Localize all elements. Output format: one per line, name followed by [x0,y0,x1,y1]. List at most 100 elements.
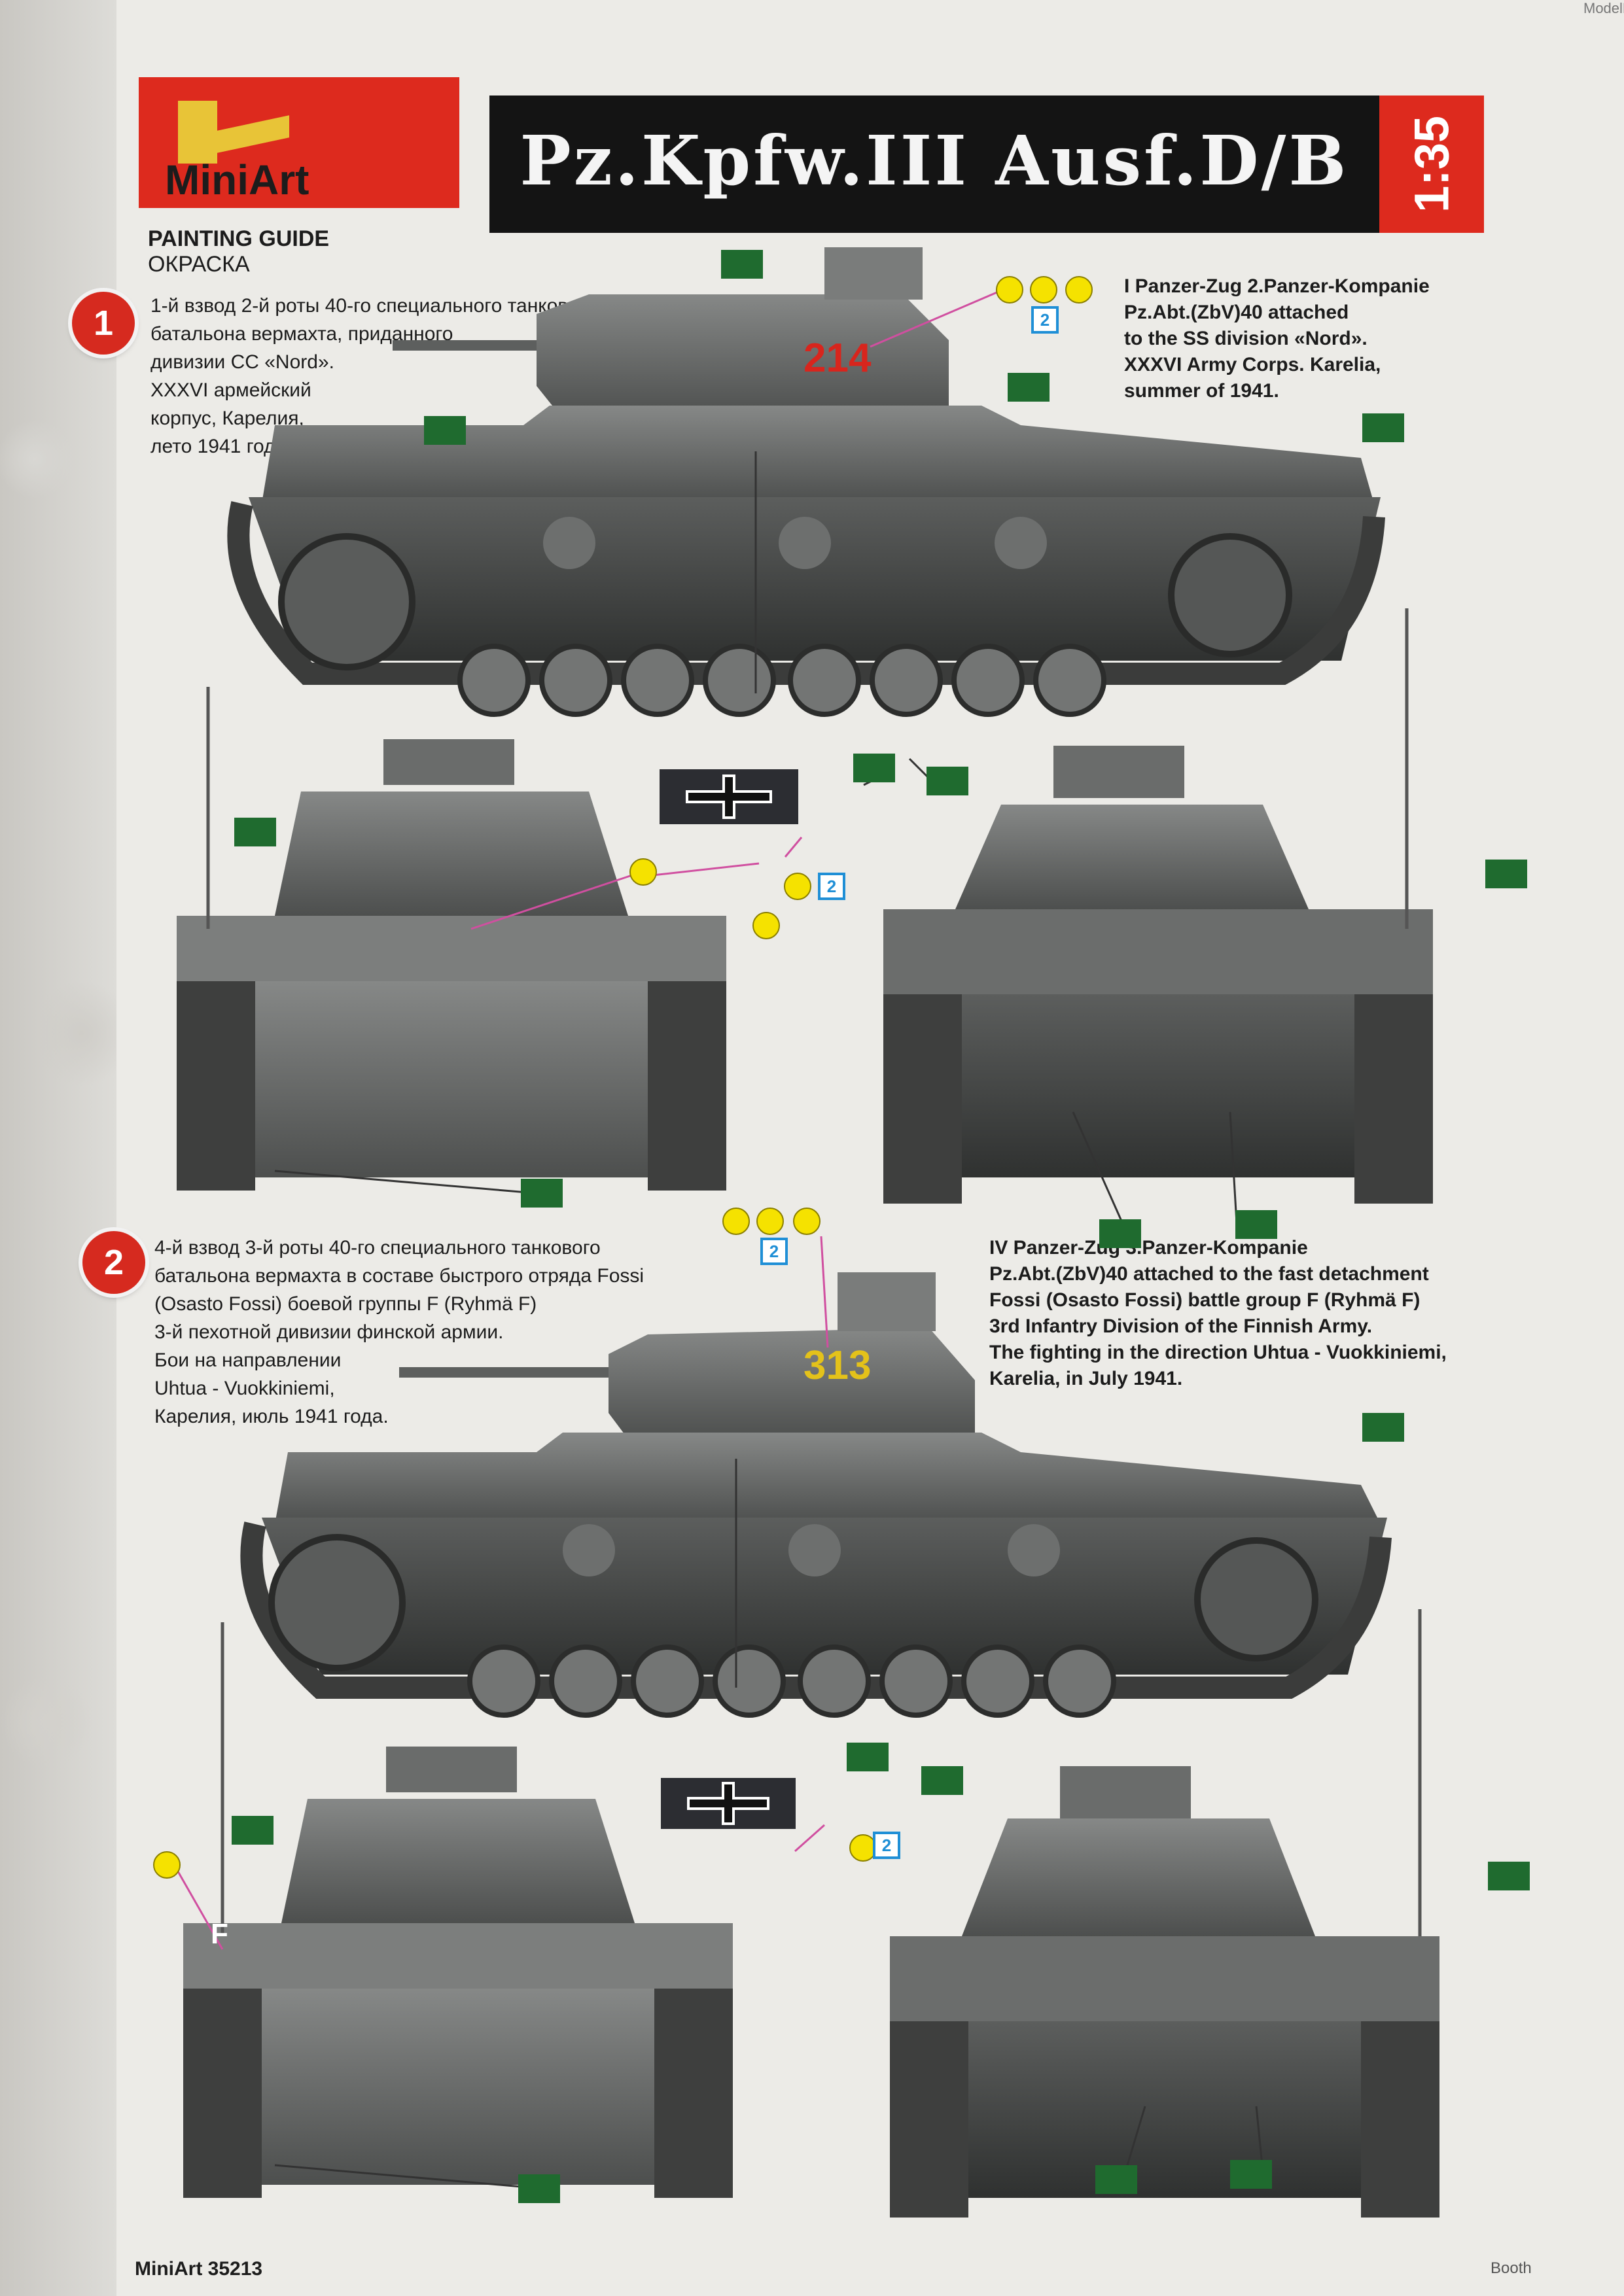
scale-badge: 1:35 [1379,96,1484,233]
ru-line: XXXVI армейский [150,379,311,401]
tank-2-idler-wheel [1194,1537,1318,1661]
paint-tag [1099,1219,1141,1248]
paint-tag [1485,860,1527,888]
balkenkreuz-icon [687,1782,769,1825]
balkenkreuz-decal-2 [661,1778,796,1829]
variant-2-badge: 2 [82,1231,145,1294]
painting-guide-ru: ОКРАСКА [148,252,250,277]
logo-mark [178,101,217,164]
tank-2-turret [609,1328,975,1439]
ru-line: 1-й взвод 2-й роты 40-го специального та… [150,295,597,317]
paint-tag [1008,373,1050,402]
balkenkreuz-icon [686,774,772,819]
ru-line: лето 1941 года. [150,436,292,457]
paint-tag [927,767,968,795]
tank-1-turret [537,294,949,419]
ru-line: дивизии СС «Nord». [150,351,334,373]
paint-tag [721,250,763,279]
title-bar: Pz.Kpfw.III Ausf.D/B [489,96,1379,233]
paint-tag [847,1743,889,1771]
paint-tag [1235,1210,1277,1239]
tank-1-gun-barrel [393,340,537,351]
en-line: XXXVI Army Corps. Karelia, [1124,354,1381,375]
decal-sheet-marker: 2 [818,873,845,900]
tank-2-return-roller [563,1524,615,1576]
tank-2-return-roller [788,1524,841,1576]
decal-dot [849,1834,877,1862]
tank-1-road-wheels [457,644,1106,717]
decal-dot [1030,276,1057,304]
paint-tag [232,1816,274,1845]
brand-logo: MiniArt [139,77,459,208]
paint-tag [921,1766,963,1795]
balkenkreuz-decal-1 [660,769,798,824]
textured-side-strip [0,0,116,2296]
tank-1-side-view [227,247,1385,717]
en-line: The fighting in the direction Uhtua - Vu… [989,1342,1447,1363]
paint-tag [518,2174,560,2203]
variant-1-badge: 1 [72,292,135,355]
paint-tag [234,818,276,846]
variant-1-ru-description: 1-й взвод 2-й роты 40-го специального та… [150,292,597,461]
footer-credit: Booth [1491,2259,1532,2277]
decal-sheet-marker: 2 [873,1832,900,1859]
ru-line: Бои на направлении [154,1349,342,1371]
paint-tag [1488,1862,1530,1890]
tank-1-return-roller [543,517,595,569]
paint-tag [1095,2165,1137,2194]
ru-line: батальона вермахта в составе быстрого от… [154,1265,644,1287]
decal-dot [629,858,657,886]
tank-1-front-view [177,687,726,1191]
tank-1-idler-wheel [1168,533,1292,657]
ru-line: Карелия, июль 1941 года. [154,1406,389,1427]
painting-guide-en: PAINTING GUIDE [148,226,330,251]
ru-line: 4-й взвод 3-й роты 40-го специального та… [154,1237,601,1259]
paint-tag [424,416,466,445]
decal-dot [793,1208,821,1235]
tank-2-side-view [240,1272,1392,1718]
paint-tag [853,754,895,782]
en-line: Pz.Abt.(ZbV)40 attached to the fast deta… [989,1263,1429,1285]
brand-name: MiniArt [165,156,309,203]
en-line: I Panzer-Zug 2.Panzer-Kompanie [1124,275,1430,297]
decal-leader-lines [169,287,1008,1950]
tank-2-hull-side [262,1518,1387,1675]
en-line: Fossi (Osasto Fossi) battle group F (Ryh… [989,1289,1421,1311]
variant-2-en-description: IV Panzer-Zug 3.Panzer-Kompanie Pz.Abt.(… [989,1235,1447,1392]
tank-2-rear-view [890,1609,1439,2218]
en-line: 3rd Infantry Division of the Finnish Arm… [989,1315,1373,1337]
tank-2-turret-number: 313 [803,1343,872,1388]
corner-watermark: ModelFan [1583,0,1624,16]
paint-tag [1230,2160,1272,2189]
tank-1-return-roller [779,517,831,569]
en-line: Pz.Abt.(ZbV)40 attached [1124,302,1349,323]
decal-dot [784,873,811,900]
tank-2-cupola [838,1272,936,1331]
tank-2-superstructure [275,1433,1381,1524]
paint-tag [1362,1413,1404,1442]
ru-line: 3-й пехотной дивизии финской армии. [154,1321,504,1343]
decal-dot [153,1851,181,1879]
decal-dot [722,1208,750,1235]
tank-1-superstructure [262,406,1374,504]
en-line: summer of 1941. [1124,380,1279,402]
tank-2-gun-barrel [399,1367,615,1378]
decal-dot [996,276,1023,304]
leader-lines [274,451,1264,2189]
en-line: IV Panzer-Zug 3.Panzer-Kompanie [989,1237,1308,1259]
painting-guide-heading: PAINTING GUIDE ОКРАСКА [148,226,329,277]
ru-line: (Osasto Fossi) боевой группы F (Ryhmä F) [154,1293,537,1315]
decal-dot [752,912,780,939]
decal-sheet-marker: 2 [1031,306,1059,334]
tank-1-hull-side [249,497,1381,661]
decal-dot [1065,276,1093,304]
tank-1-rear-view [883,608,1433,1204]
footer-product-code: MiniArt 35213 [135,2258,263,2280]
tank-2-road-wheels [467,1644,1116,1718]
en-line: Karelia, in July 1941. [989,1368,1183,1389]
paint-tag [1362,413,1404,442]
tank-1-return-roller [995,517,1047,569]
decal-sheet-marker: 2 [760,1238,788,1265]
page-title: Pz.Kpfw.III Ausf.D/B [520,120,1349,201]
